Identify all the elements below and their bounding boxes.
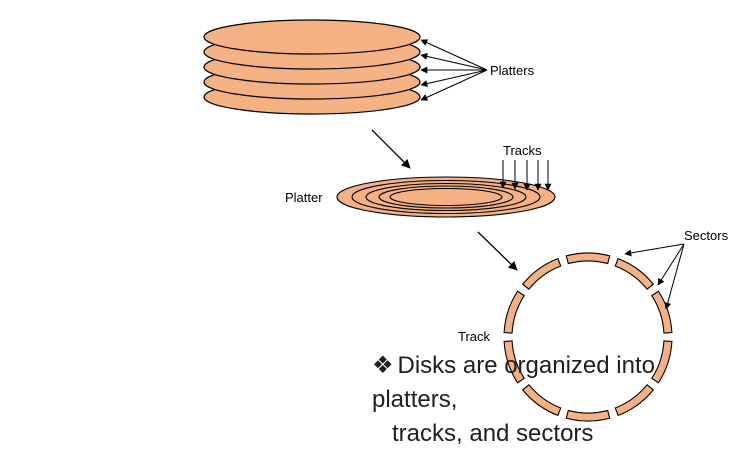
single-platter — [336, 176, 556, 218]
diamond-bullet-icon: ❖ — [372, 352, 394, 379]
sectors-label: Sectors — [684, 228, 729, 243]
platter-label: Platter — [285, 190, 323, 205]
platter-stack — [203, 19, 421, 115]
platters-arrows — [420, 39, 488, 101]
sector-9 — [503, 290, 526, 334]
bullet-line-1: Disks are organized into platters, — [372, 352, 655, 413]
arrow-to-platter — [371, 129, 411, 169]
sector-5 — [614, 384, 655, 417]
track-sectors — [503, 252, 673, 422]
bullet-line-2: tracks, and sectors — [392, 420, 594, 447]
track-label: Track — [458, 329, 491, 344]
tracks-label: Tracks — [503, 143, 542, 158]
sector-8 — [503, 340, 526, 384]
sector-7 — [521, 384, 562, 417]
sector-1 — [565, 252, 611, 265]
platter-1 — [203, 19, 421, 55]
sector-2 — [614, 257, 655, 290]
platters-label: Platters — [490, 63, 535, 78]
sector-6 — [565, 409, 611, 422]
sector-10 — [521, 257, 562, 290]
sector-4 — [650, 340, 673, 384]
bullet-statement: ❖Disks are organized into platters, trac… — [372, 349, 743, 451]
tracks-arrows — [499, 160, 552, 191]
arrow-to-track — [477, 231, 518, 271]
sectors-arrows — [624, 243, 685, 310]
